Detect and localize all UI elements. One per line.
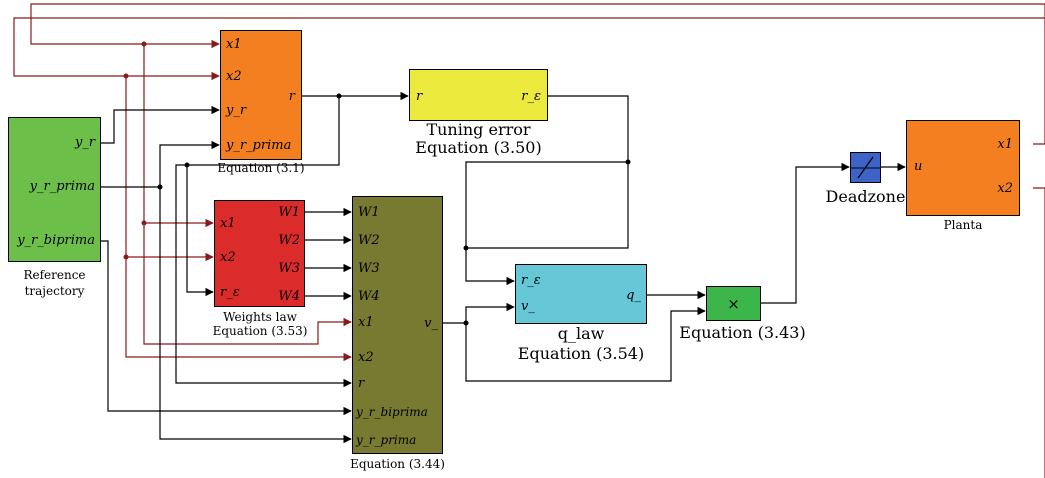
port-x2: x2 [226, 69, 242, 84]
wire-yr [101, 105, 220, 144]
equation-3-1-block[interactable]: x1 x2 y_r y_r_prima r [220, 30, 302, 160]
port-x1: x1 [226, 37, 242, 52]
port-x1: x1 [358, 315, 374, 330]
q-law-caption-2: Equation (3.54) [517, 344, 645, 363]
port-w1: W1 [358, 205, 380, 220]
port-y-r-prima: y_r_prima [226, 138, 292, 153]
wire-x1-feedback [30, 3, 1045, 145]
deadzone-icon [851, 156, 880, 179]
port-x1: x1 [220, 216, 236, 231]
wire-x2-feedback [1033, 187, 1045, 478]
product-block[interactable]: × [706, 286, 761, 321]
deadzone-block[interactable] [850, 152, 881, 183]
equation-3-1-caption: Equation (3.1) [217, 161, 305, 175]
port-y-r-biprima: y_r_biprima [356, 405, 428, 419]
port-y-r: y_r [74, 135, 95, 150]
wire-r-eq344 [175, 164, 352, 388]
equation-3-44-block[interactable]: W1 W2 W3 W4 x1 x2 r y_r_biprima y_r_prim… [352, 196, 443, 454]
wire-yr-prima [101, 140, 220, 188]
port-w3: W3 [358, 261, 380, 276]
port-y-r: y_r [226, 103, 247, 118]
wire-x2-to-eq344 [125, 257, 352, 362]
port-w2-out: W2 [278, 233, 300, 248]
port-w1-out: W1 [278, 205, 300, 220]
port-w4-out: W4 [278, 289, 300, 304]
tuning-error-caption-2: Equation (3.50) [415, 138, 542, 157]
wire-product-deadzone [761, 162, 850, 304]
port-r-out: r [288, 89, 295, 104]
equation-3-44-caption: Equation (3.44) [350, 457, 445, 471]
port-v-out: v_ [424, 316, 438, 331]
wire-yr-prima-eq344 [159, 187, 352, 444]
q-law-block[interactable]: r_ε v_ q_ [515, 264, 647, 324]
port-r-eps: r_ε [220, 285, 240, 300]
port-y-r-prima: y_r_prima [356, 433, 417, 447]
port-y-r-prima: y_r_prima [29, 179, 95, 194]
port-w2: W2 [358, 233, 380, 248]
port-r-eps-out: r_ε [521, 89, 541, 104]
tuning-error-caption-1: Tuning error [426, 120, 531, 139]
planta-caption: Planta [943, 218, 983, 232]
wire-v-qlaw [443, 302, 515, 324]
multiply-icon: × [727, 294, 740, 313]
deadzone-caption: Deadzone [825, 187, 906, 206]
port-y-r-biprima: y_r_biprima [17, 233, 95, 248]
planta-block[interactable]: u x1 x2 [906, 120, 1020, 216]
weights-law-block[interactable]: x1 x2 r_ε W1 W2 W3 W4 [214, 200, 305, 307]
port-x1-out: x1 [997, 137, 1013, 152]
port-x2-out: x2 [997, 181, 1013, 196]
wire-x2-top [13, 17, 1045, 81]
port-w4: W4 [358, 289, 380, 304]
weights-law-caption-1: Weights law [223, 310, 297, 324]
wire-yr-biprima [101, 240, 352, 416]
port-r: r [358, 376, 365, 391]
reference-caption-1: Reference [23, 268, 86, 282]
port-r-eps: r_ε [521, 273, 541, 288]
q-law-caption-1: q_law [557, 324, 605, 343]
port-x2: x2 [220, 250, 236, 265]
port-x2: x2 [358, 350, 374, 365]
weights-law-caption-2: Equation (3.53) [212, 324, 308, 338]
tuning-error-block[interactable]: r r_ε [409, 69, 548, 121]
port-w3-out: W3 [278, 261, 300, 276]
reference-caption-2: trajectory [24, 284, 85, 298]
wire-x1-to-eq344 [143, 223, 352, 345]
port-r-in: r [416, 89, 423, 104]
port-q-out: q_ [626, 288, 641, 303]
wire-re-to-weights [465, 161, 628, 248]
product-caption: Equation (3.43) [679, 323, 806, 342]
port-u: u [914, 159, 923, 174]
wire-v-product [465, 306, 706, 382]
wire-x1-to-weights [143, 44, 214, 228]
reference-trajectory-block[interactable]: y_r y_r_prima y_r_biprima [8, 117, 101, 262]
port-v: v_ [521, 299, 535, 314]
wire-re-out [465, 95, 629, 286]
